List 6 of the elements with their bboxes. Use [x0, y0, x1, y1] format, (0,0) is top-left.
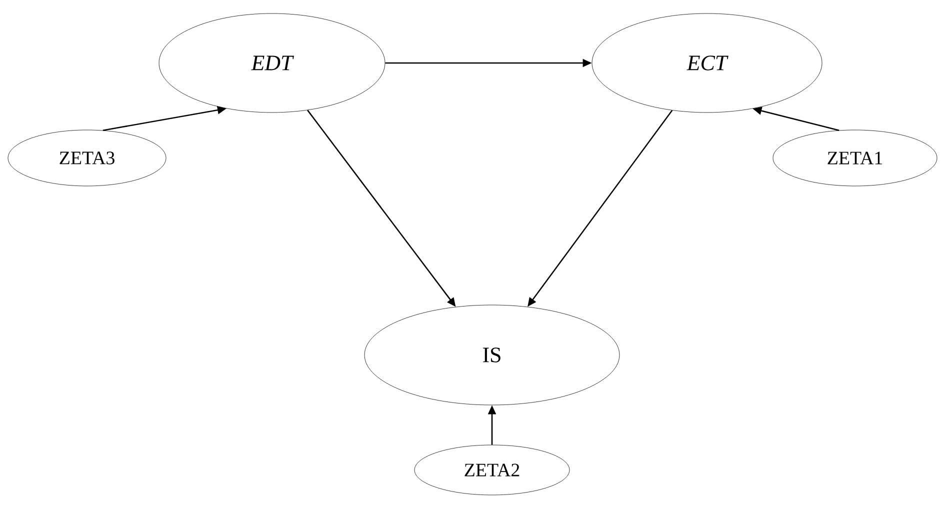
ellipse-node: EDT: [158, 13, 386, 113]
ellipse-node: ZETA3: [8, 130, 166, 186]
ellipse-node: ZETA1: [772, 130, 938, 186]
ellipse-node: ECT: [592, 13, 822, 113]
ellipse-node: IS: [364, 304, 620, 406]
ellipse-node: ZETA2: [414, 444, 570, 496]
